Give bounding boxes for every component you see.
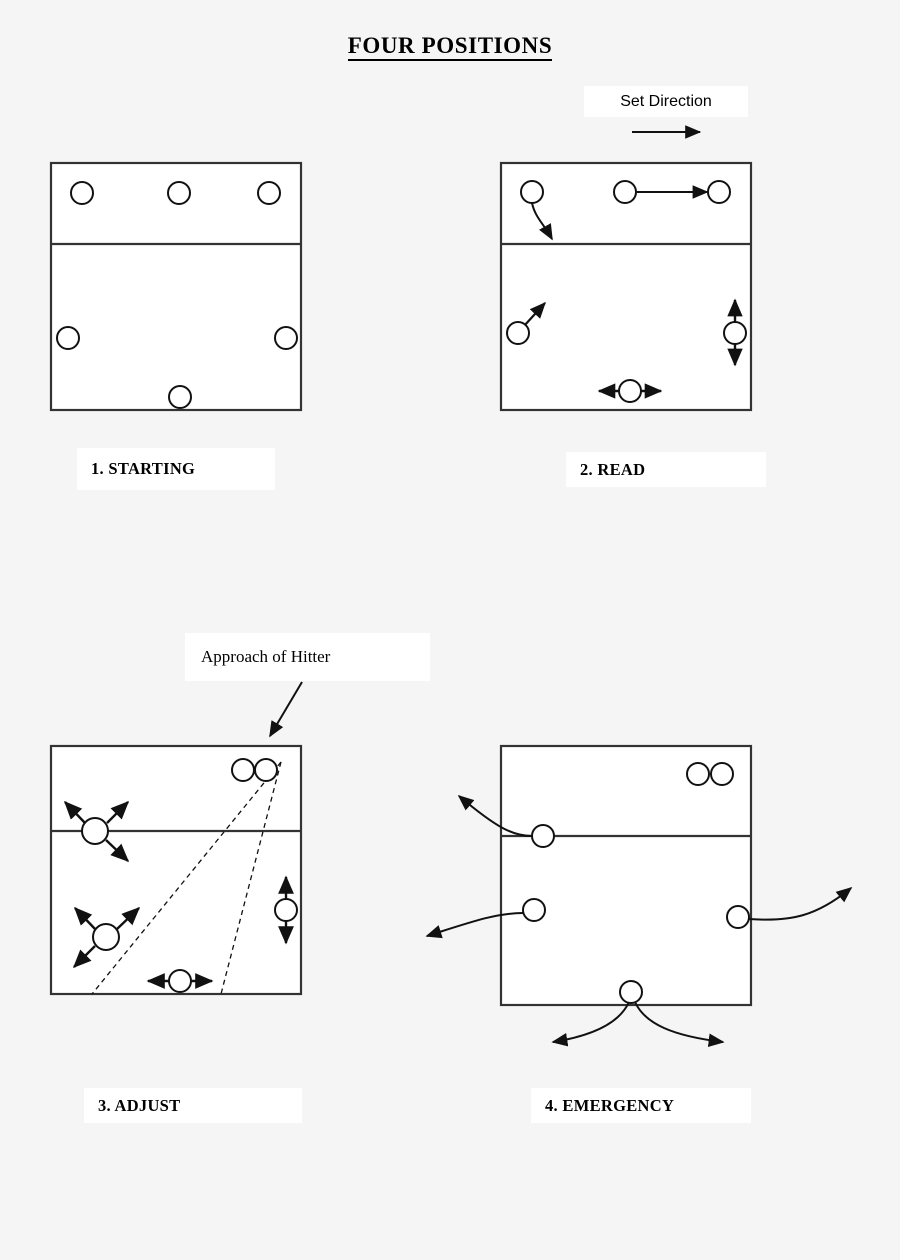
movement-back-center-curve-left — [551, 1001, 630, 1047]
panel-label-adjust: 3. ADJUST — [84, 1088, 302, 1123]
movement-front-left-up-left — [64, 800, 86, 824]
set-direction-text: Set Direction — [620, 92, 712, 110]
panel-starting-court — [49, 161, 303, 412]
player-back-left-defender — [92, 923, 120, 951]
panel-read-court — [499, 161, 753, 412]
player-back-right — [723, 321, 747, 345]
movement-front-left-down-right — [105, 839, 130, 862]
player-back-left — [506, 321, 530, 345]
player-front-left — [70, 181, 94, 205]
approach-of-hitter-label: Approach of Hitter — [185, 633, 430, 681]
set-direction-arrow-icon — [632, 125, 702, 139]
panel-label-emergency: 4. EMERGENCY — [531, 1088, 751, 1123]
panel-emergency-court — [425, 744, 853, 1048]
movement-back-left-up-right — [116, 907, 141, 930]
page-title: FOUR POSITIONS — [0, 33, 900, 61]
player-back-center — [168, 385, 192, 409]
hitting-cone-line-left — [91, 761, 282, 995]
panel-label-read: 2. READ — [566, 452, 766, 487]
movement-diagonal-back-left — [523, 302, 546, 327]
player-back-center-defender — [619, 980, 643, 1004]
player-right-defender — [726, 905, 750, 929]
approach-of-hitter-text: Approach of Hitter — [201, 647, 331, 666]
player-blocker-left — [686, 762, 710, 786]
page-title-text: FOUR POSITIONS — [347, 33, 553, 61]
player-back-center — [618, 379, 642, 403]
movement-left-curve-out — [425, 912, 524, 939]
player-front-left-defender — [531, 824, 555, 848]
movement-curve-front-left — [531, 202, 553, 241]
player-back-left — [56, 326, 80, 350]
player-blocker-right — [710, 762, 734, 786]
panel-label-starting: 1. STARTING — [77, 448, 275, 490]
player-blocker-right — [254, 758, 278, 782]
player-blocker-left — [231, 758, 255, 782]
player-front-center — [167, 181, 191, 205]
movement-back-left-down-left — [72, 945, 96, 969]
panel-adjust-court — [49, 744, 303, 996]
panel-label-adjust-text: 3. ADJUST — [98, 1095, 181, 1115]
panel-label-read-text: 2. READ — [580, 459, 646, 479]
movement-right-curve-out — [748, 886, 853, 921]
player-front-left — [520, 180, 544, 204]
player-left-defender — [522, 898, 546, 922]
panel-label-starting-text: 1. STARTING — [91, 459, 196, 478]
player-front-right — [707, 180, 731, 204]
movement-front-left-curve-out — [457, 794, 533, 837]
player-front-center — [613, 180, 637, 204]
movement-back-center-curve-right — [634, 1001, 725, 1048]
set-direction-label: Set Direction — [584, 86, 748, 117]
panel-label-emergency-text: 4. EMERGENCY — [545, 1095, 675, 1115]
player-front-left-defender — [81, 817, 109, 845]
movement-back-left-up-left — [74, 906, 96, 930]
approach-of-hitter-arrow-icon — [269, 681, 303, 738]
player-back-center-defender — [168, 969, 192, 993]
player-front-right — [257, 181, 281, 205]
movement-front-left-up-right — [106, 800, 130, 824]
player-back-right — [274, 326, 298, 350]
hitting-cone-line-right — [220, 761, 282, 995]
player-back-right-defender — [274, 898, 298, 922]
